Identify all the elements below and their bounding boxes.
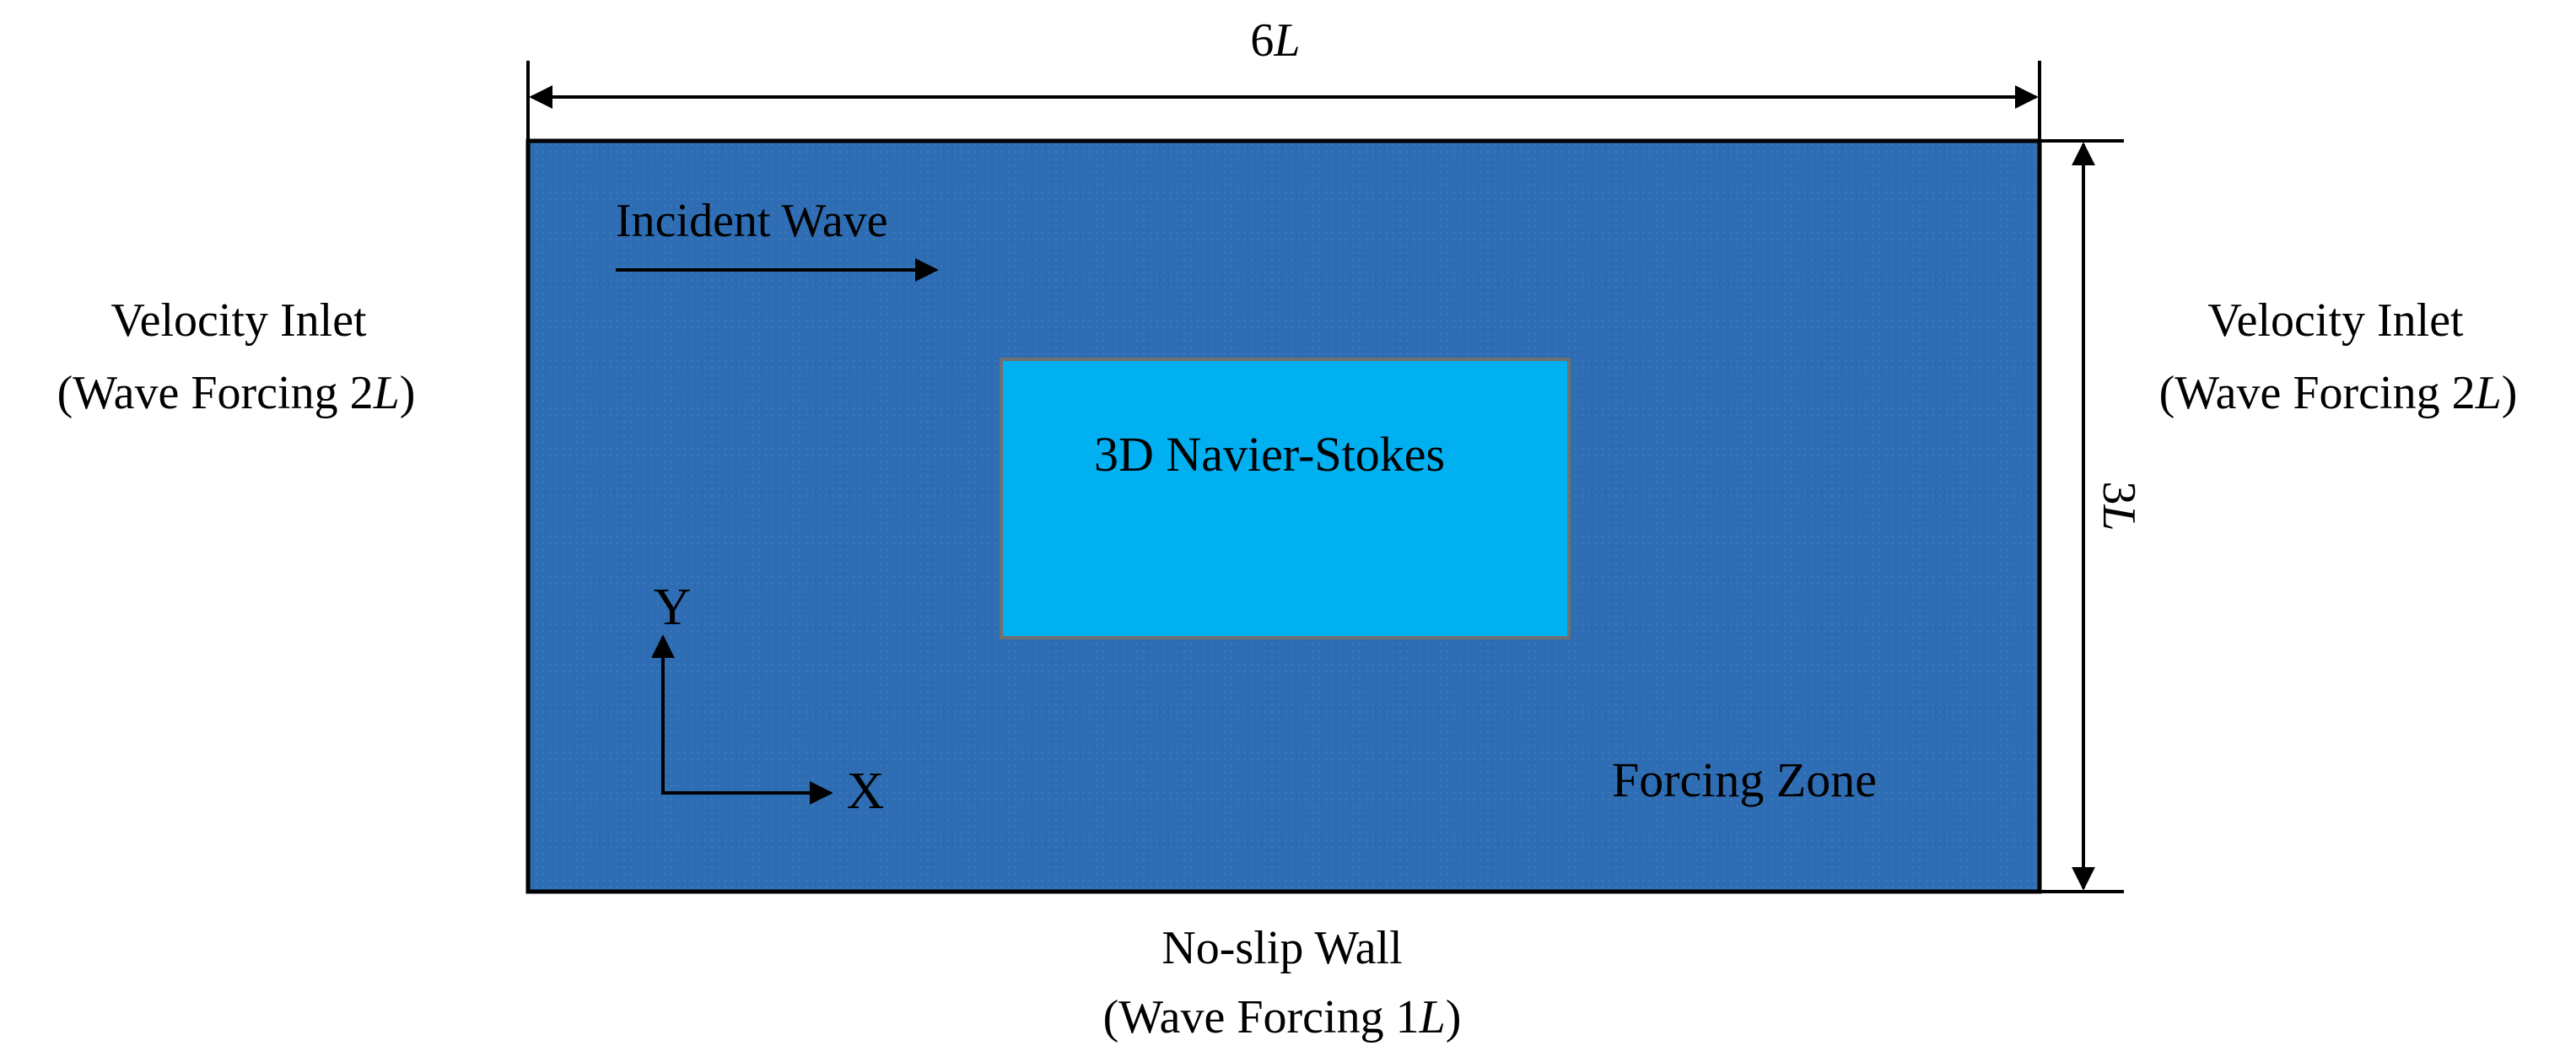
height-dimension: 3L [2040,139,2145,893]
height-dimension-label: 3L [2093,481,2145,531]
width-dimension: 6L [526,14,2041,141]
incident-wave-label: Incident Wave [616,195,888,247]
y-axis-label: Y [654,579,692,636]
left-boundary-label: Velocity Inlet (Wave Forcing 2L) [57,294,416,419]
navier-stokes-label: 3D Navier-Stokes [1094,427,1445,482]
svg-text:Velocity Inlet: Velocity Inlet [2207,294,2464,347]
bottom-boundary-label: No-slip Wall (Wave Forcing 1L) [1103,922,1462,1043]
right-boundary-label: Velocity Inlet (Wave Forcing 2L) [2159,294,2518,419]
svg-text:(Wave Forcing 2L): (Wave Forcing 2L) [2159,367,2518,419]
svg-text:No-slip Wall: No-slip Wall [1161,922,1402,974]
svg-text:(Wave Forcing 2L): (Wave Forcing 2L) [57,367,416,419]
navier-stokes-region [1000,358,1571,639]
width-dimension-label: 6L [1250,14,1300,67]
svg-text:Velocity Inlet: Velocity Inlet [110,294,367,347]
coordinate-axes: Y X [651,579,885,820]
x-axis-label: X [847,763,885,820]
svg-text:(Wave Forcing 1L): (Wave Forcing 1L) [1103,991,1462,1043]
forcing-zone-label: Forcing Zone [1612,752,1877,807]
